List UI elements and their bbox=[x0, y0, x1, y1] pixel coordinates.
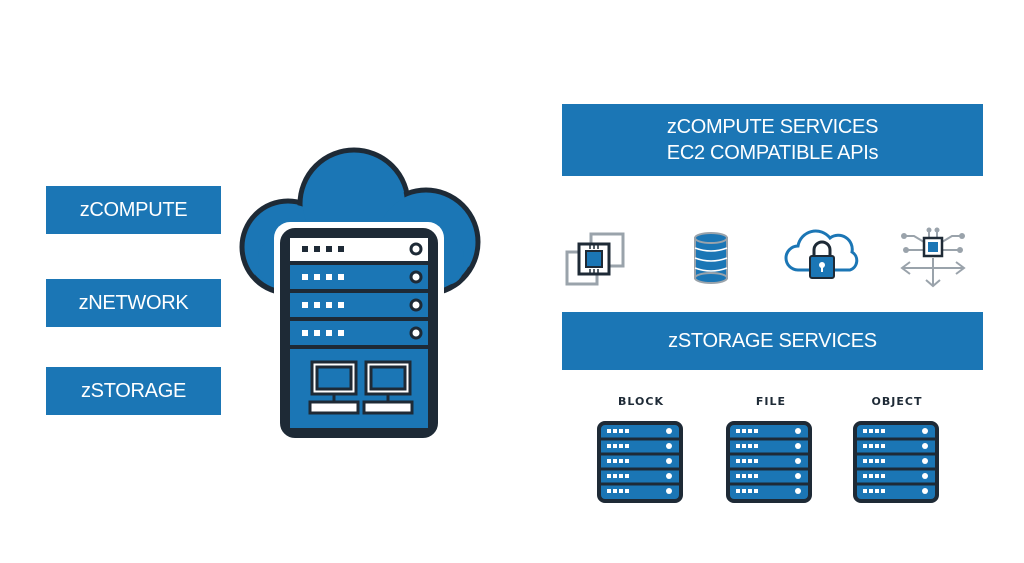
database-icon bbox=[694, 232, 728, 284]
storage-services-banner: zSTORAGE SERVICES bbox=[562, 312, 983, 370]
object-storage-server-icon bbox=[853, 421, 939, 503]
zstorage-box: zSTORAGE bbox=[46, 367, 221, 415]
storage-services-title: zSTORAGE SERVICES bbox=[668, 330, 877, 352]
compute-services-subtitle: EC2 COMPATIBLE APIs bbox=[666, 142, 879, 164]
zstorage-label: zSTORAGE bbox=[80, 380, 187, 402]
network-chip-icon bbox=[900, 227, 966, 288]
znetwork-box: zNETWORK bbox=[46, 279, 221, 327]
cloud-lock-icon bbox=[784, 229, 859, 279]
compute-services-banner: zCOMPUTE SERVICES EC2 COMPATIBLE APIs bbox=[562, 104, 983, 176]
storage-type-object-label: OBJECT bbox=[871, 395, 923, 408]
cloud-server-icon bbox=[239, 147, 481, 444]
file-storage-server-icon bbox=[726, 421, 812, 503]
zcompute-label: zCOMPUTE bbox=[79, 199, 188, 221]
storage-type-block-label: BLOCK bbox=[618, 395, 664, 408]
block-storage-server-icon bbox=[597, 421, 683, 503]
compute-services-title: zCOMPUTE SERVICES bbox=[666, 116, 879, 138]
znetwork-label: zNETWORK bbox=[78, 292, 189, 314]
storage-type-file-label: FILE bbox=[755, 395, 787, 408]
zcompute-box: zCOMPUTE bbox=[46, 186, 221, 234]
instances-icon bbox=[565, 232, 625, 286]
